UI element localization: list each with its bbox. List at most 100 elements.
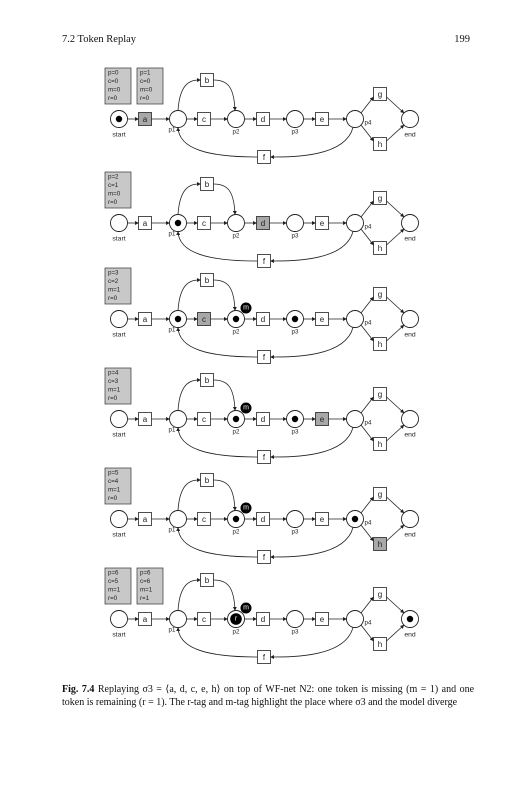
transition-label-d: d xyxy=(261,615,265,624)
transition-label-f: f xyxy=(263,453,266,462)
arc xyxy=(360,124,374,142)
arc xyxy=(176,231,258,262)
figure-number: Fig. 7.4 xyxy=(62,684,95,695)
transition-g xyxy=(373,387,387,401)
transition-label-g: g xyxy=(378,490,382,499)
counter-line: c=4 xyxy=(108,478,119,485)
counter-line: r=1 xyxy=(140,595,150,602)
label-p4: p4 xyxy=(365,224,372,231)
place-p3 xyxy=(286,610,304,628)
counter-box xyxy=(104,367,132,405)
counter-line: p=1 xyxy=(140,70,151,77)
transition-g xyxy=(373,487,387,501)
arc xyxy=(270,327,354,359)
page-number: 199 xyxy=(454,34,470,45)
transition-label-c: c xyxy=(202,115,206,124)
arc xyxy=(213,183,237,215)
label-p1: p1 xyxy=(169,231,176,238)
arc xyxy=(177,182,201,215)
arc xyxy=(360,296,374,314)
arc xyxy=(177,578,201,611)
label-p1: p1 xyxy=(169,527,176,534)
label-p1: p1 xyxy=(169,627,176,634)
transition-g xyxy=(373,587,387,601)
arc xyxy=(360,324,374,342)
arc xyxy=(360,524,374,542)
arc xyxy=(360,624,374,642)
transition-label-h: h xyxy=(378,244,382,253)
counter-line: c=0 xyxy=(108,78,119,85)
place-end xyxy=(401,510,419,528)
place-p1 xyxy=(169,510,187,528)
arc xyxy=(360,200,374,218)
label-p3: p3 xyxy=(292,329,299,336)
arc xyxy=(176,527,258,558)
arc xyxy=(176,327,258,358)
transition-label-a: a xyxy=(143,315,148,324)
arc xyxy=(213,79,237,111)
counter-line: r=0 xyxy=(108,95,118,102)
place-end xyxy=(401,310,419,328)
label-p2: p2 xyxy=(233,529,240,536)
arc xyxy=(360,424,374,442)
m-tag-label: m xyxy=(243,305,249,312)
transition-label-f: f xyxy=(263,353,266,362)
arc xyxy=(386,296,405,314)
counter-line: m=1 xyxy=(140,587,153,594)
transition-label-c: c xyxy=(202,415,206,424)
transition-label-a: a xyxy=(143,219,148,228)
arc xyxy=(270,527,354,559)
counter-line: p=6 xyxy=(108,570,119,577)
counter-box xyxy=(104,567,132,605)
transition-label-c: c xyxy=(202,515,206,524)
transition-h xyxy=(373,437,387,451)
transition-label-f: f xyxy=(263,257,266,266)
m-tag-label: m xyxy=(243,605,249,612)
arc xyxy=(386,596,405,614)
arc xyxy=(386,524,405,542)
arc xyxy=(176,427,258,458)
r-tag xyxy=(230,613,242,625)
counter-line: c=3 xyxy=(108,378,119,385)
transition-h xyxy=(373,537,387,551)
arc xyxy=(386,396,405,414)
place-p1 xyxy=(169,610,187,628)
label-start: start xyxy=(112,632,125,639)
label-start: start xyxy=(112,432,125,439)
transition-label-d: d xyxy=(261,115,265,124)
transition-label-a: a xyxy=(143,515,148,524)
transition-label-a: a xyxy=(143,615,148,624)
label-p4: p4 xyxy=(365,320,372,327)
arc xyxy=(213,279,237,311)
counter-line: p=3 xyxy=(108,270,119,277)
counter-line: p=0 xyxy=(108,70,119,77)
label-start: start xyxy=(112,332,125,339)
place-end xyxy=(401,410,419,428)
place-p3 xyxy=(286,214,304,232)
transition-h xyxy=(373,637,387,651)
label-p2: p2 xyxy=(233,129,240,136)
place-start xyxy=(110,310,128,328)
transition-label-a: a xyxy=(143,115,148,124)
counter-line: r=0 xyxy=(108,199,118,206)
label-p4: p4 xyxy=(365,420,372,427)
place-p4 xyxy=(346,410,364,428)
transition-g xyxy=(373,287,387,301)
counter-line: p=2 xyxy=(108,174,119,181)
arc xyxy=(270,627,354,659)
label-end: end xyxy=(404,236,416,243)
transition-label-b: b xyxy=(205,376,210,385)
arc xyxy=(360,496,374,514)
transition-g xyxy=(373,87,387,101)
label-start: start xyxy=(112,532,125,539)
arc xyxy=(270,427,354,459)
label-p3: p3 xyxy=(292,629,299,636)
label-p2: p2 xyxy=(233,233,240,240)
label-p2: p2 xyxy=(233,329,240,336)
label-start: start xyxy=(112,132,125,139)
transition-label-g: g xyxy=(378,290,382,299)
counter-line: p=4 xyxy=(108,370,119,377)
token xyxy=(232,315,240,323)
